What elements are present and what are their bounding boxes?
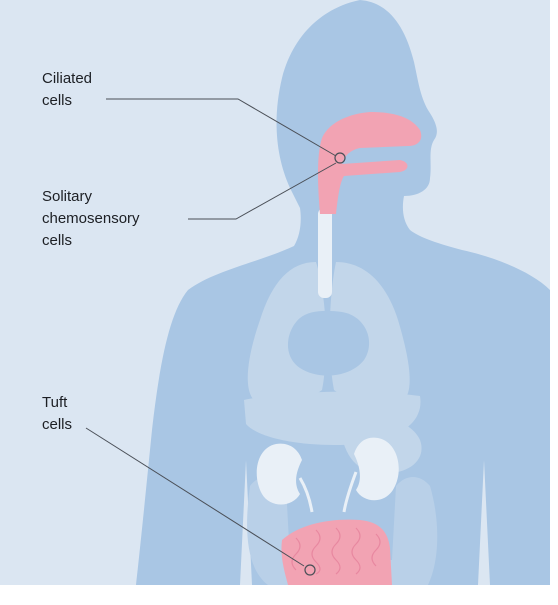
heart bbox=[288, 311, 369, 376]
tuft-cells-label: Tuft cells bbox=[42, 392, 72, 436]
ciliated-cells-label: Ciliated cells bbox=[42, 68, 92, 112]
label-line: Tuft bbox=[42, 392, 72, 414]
left-kidney bbox=[257, 444, 302, 505]
label-line: cells bbox=[42, 90, 92, 112]
label-line: chemosensory bbox=[42, 208, 140, 230]
label-line: Solitary bbox=[42, 186, 140, 208]
trachea bbox=[318, 208, 332, 298]
label-line: cells bbox=[42, 414, 72, 436]
label-line: cells bbox=[42, 230, 140, 252]
right-kidney bbox=[354, 438, 399, 501]
label-line: Ciliated bbox=[42, 68, 92, 90]
solitary-chemosensory-cells-label: Solitary chemosensory cells bbox=[42, 186, 140, 252]
